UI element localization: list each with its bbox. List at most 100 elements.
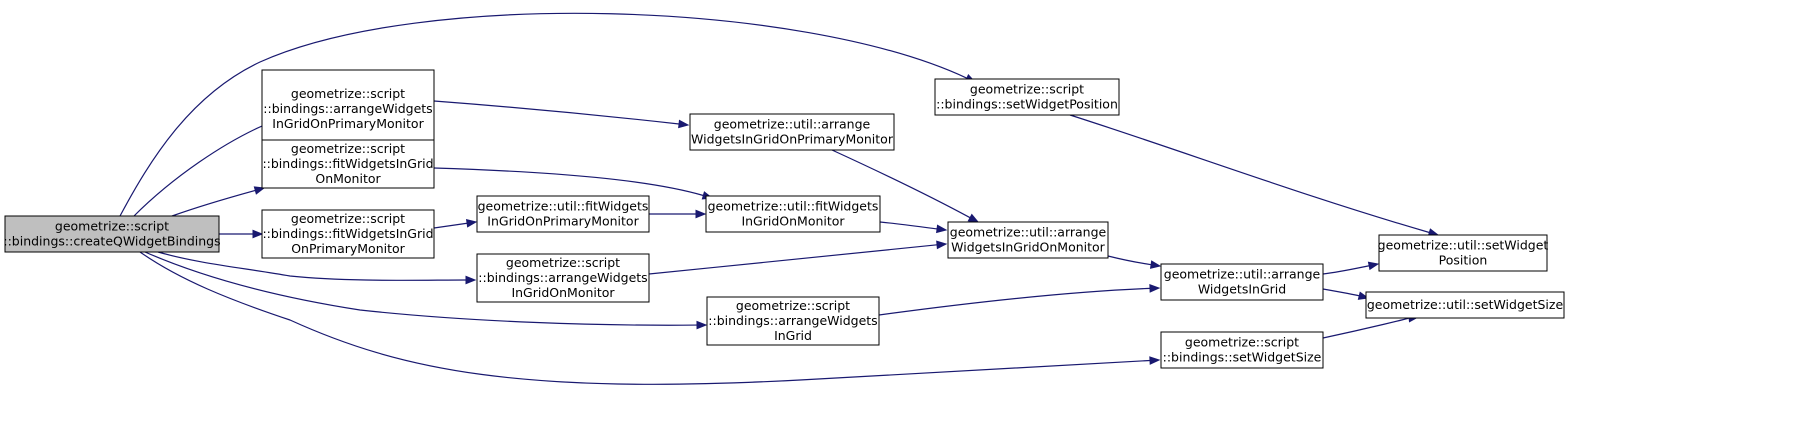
edge-n3-n6 <box>433 219 478 229</box>
node-label-line: ::bindings::fitWidgetsInGrid <box>262 226 433 241</box>
edge-n0-n12 <box>139 251 1161 385</box>
function-node[interactable]: geometrize::script::bindings::fitWidgets… <box>261 139 435 189</box>
edge-line <box>878 287 1151 316</box>
edge-line <box>879 221 938 230</box>
node-box <box>706 296 880 346</box>
node-label-line: InGrid <box>774 328 812 343</box>
function-node[interactable]: geometrize::script::bindings::arrangeWid… <box>261 69 435 149</box>
edge-line <box>1322 288 1360 297</box>
edge-n1-n7 <box>433 100 690 129</box>
node-label-line: ::bindings::setWidgetSize <box>1163 350 1322 365</box>
function-node[interactable]: geometrize::script::bindings::fitWidgets… <box>261 209 435 259</box>
node-label-line: InGridOnMonitor <box>511 285 615 300</box>
edge-n0-n2 <box>171 186 266 217</box>
arrowhead-icon <box>678 119 690 129</box>
edge-n0-n4 <box>157 251 477 285</box>
edge-n6-n8 <box>649 209 707 219</box>
node-label-line: WidgetsInGrid <box>1198 282 1286 297</box>
function-node[interactable]: geometrize::util::arrangeWidgetsInGridOn… <box>689 113 895 151</box>
edge-line <box>171 189 256 217</box>
node-label-line: OnPrimaryMonitor <box>291 241 405 256</box>
function-node[interactable]: geometrize::script::bindings::arrangeWid… <box>476 253 650 303</box>
node-label-line: geometrize::util::setWidgetSize <box>1367 297 1564 312</box>
root-function-node[interactable]: geometrize::script::bindings::createQWid… <box>3 215 221 253</box>
node-label-line: geometrize::script <box>291 211 405 226</box>
edge-line <box>157 251 467 281</box>
arrowhead-icon <box>252 229 264 239</box>
node-label-line: geometrize::script <box>506 255 620 270</box>
edge-line <box>139 251 1151 385</box>
edge-line <box>119 12 968 217</box>
node-label-line: OnMonitor <box>315 171 381 186</box>
node-label-line: geometrize::script <box>55 219 169 234</box>
edge-n10-n11 <box>1107 255 1162 269</box>
function-node[interactable]: geometrize::util::fitWidgetsInGridOnPrim… <box>476 195 650 233</box>
edge-n5-n11 <box>878 284 1161 316</box>
node-label-line: geometrize::util::arrange <box>1164 267 1321 282</box>
edge-n0-n5 <box>144 251 708 330</box>
arrowhead-icon <box>696 320 708 330</box>
arrowhead-icon <box>936 240 948 250</box>
arrowhead-icon <box>1149 356 1161 365</box>
edge-line <box>1069 114 1430 234</box>
edge-line <box>433 167 704 197</box>
function-node[interactable]: geometrize::script::bindings::setWidgetP… <box>934 78 1120 116</box>
node-box <box>476 253 650 303</box>
node-box <box>476 195 650 233</box>
node-label-line: ::bindings::fitWidgetsInGrid <box>262 156 433 171</box>
edge-n0-n3 <box>219 229 264 239</box>
node-box <box>1365 291 1565 319</box>
edge-line <box>433 100 680 125</box>
edge-line <box>144 251 698 326</box>
edge-n7-n10 <box>831 149 980 223</box>
edge-n11-n14 <box>1322 288 1370 300</box>
edge-n4-n10 <box>648 240 948 275</box>
function-node[interactable]: geometrize::script::bindings::setWidgetS… <box>1160 331 1324 369</box>
function-node[interactable]: geometrize::util::fitWidgetsInGridOnMoni… <box>705 195 881 233</box>
function-node[interactable]: geometrize::util::setWidgetSize <box>1365 291 1565 319</box>
node-label-line: geometrize::util::arrange <box>950 225 1107 240</box>
node-label-line: ::bindings::setWidgetPosition <box>936 97 1118 112</box>
call-graph-edges <box>119 12 1440 385</box>
function-node[interactable]: geometrize::script::bindings::arrangeWid… <box>706 296 880 346</box>
arrowhead-icon <box>1149 260 1162 269</box>
node-box <box>261 139 435 189</box>
edge-line <box>831 149 971 219</box>
edge-line <box>133 119 276 217</box>
node-box <box>689 113 895 151</box>
node-label-line: geometrize::script <box>736 298 850 313</box>
edge-n2-n8 <box>433 167 714 200</box>
edge-line <box>1107 255 1152 266</box>
node-box <box>705 195 881 233</box>
node-label-line: Position <box>1439 253 1488 268</box>
node-box <box>261 69 435 149</box>
node-box <box>1378 234 1548 272</box>
function-node[interactable]: geometrize::util::arrangeWidgetsInGridOn… <box>947 221 1109 259</box>
node-box <box>4 215 220 253</box>
node-label-line: ::bindings::createQWidgetBindings <box>3 234 220 249</box>
node-label-line: geometrize::script <box>1185 335 1299 350</box>
node-box <box>261 209 435 259</box>
arrowhead-icon <box>936 224 948 234</box>
node-label-line: InGridOnPrimaryMonitor <box>272 116 424 131</box>
node-label-line: ::bindings::arrangeWidgets <box>478 270 647 285</box>
edge-line <box>1322 317 1410 339</box>
arrowhead-icon <box>1149 284 1161 293</box>
node-label-line: InGridOnMonitor <box>741 214 845 229</box>
edge-n11-n13 <box>1322 261 1380 275</box>
node-label-line: WidgetsInGridOnMonitor <box>951 240 1106 255</box>
node-label-line: geometrize::util::arrange <box>714 117 871 132</box>
edge-n8-n10 <box>879 221 948 234</box>
edge-line <box>648 244 938 275</box>
function-node[interactable]: geometrize::util::setWidgetPosition <box>1378 234 1549 272</box>
arrowhead-icon <box>465 219 478 228</box>
node-box <box>1160 331 1324 369</box>
arrowhead-icon <box>695 209 707 219</box>
node-label-line: geometrize::script <box>970 82 1084 97</box>
node-box <box>1160 263 1324 301</box>
edge-line <box>433 222 468 229</box>
edge-n9-n13 <box>1069 114 1440 237</box>
node-label-line: geometrize::util::fitWidgets <box>708 199 879 214</box>
